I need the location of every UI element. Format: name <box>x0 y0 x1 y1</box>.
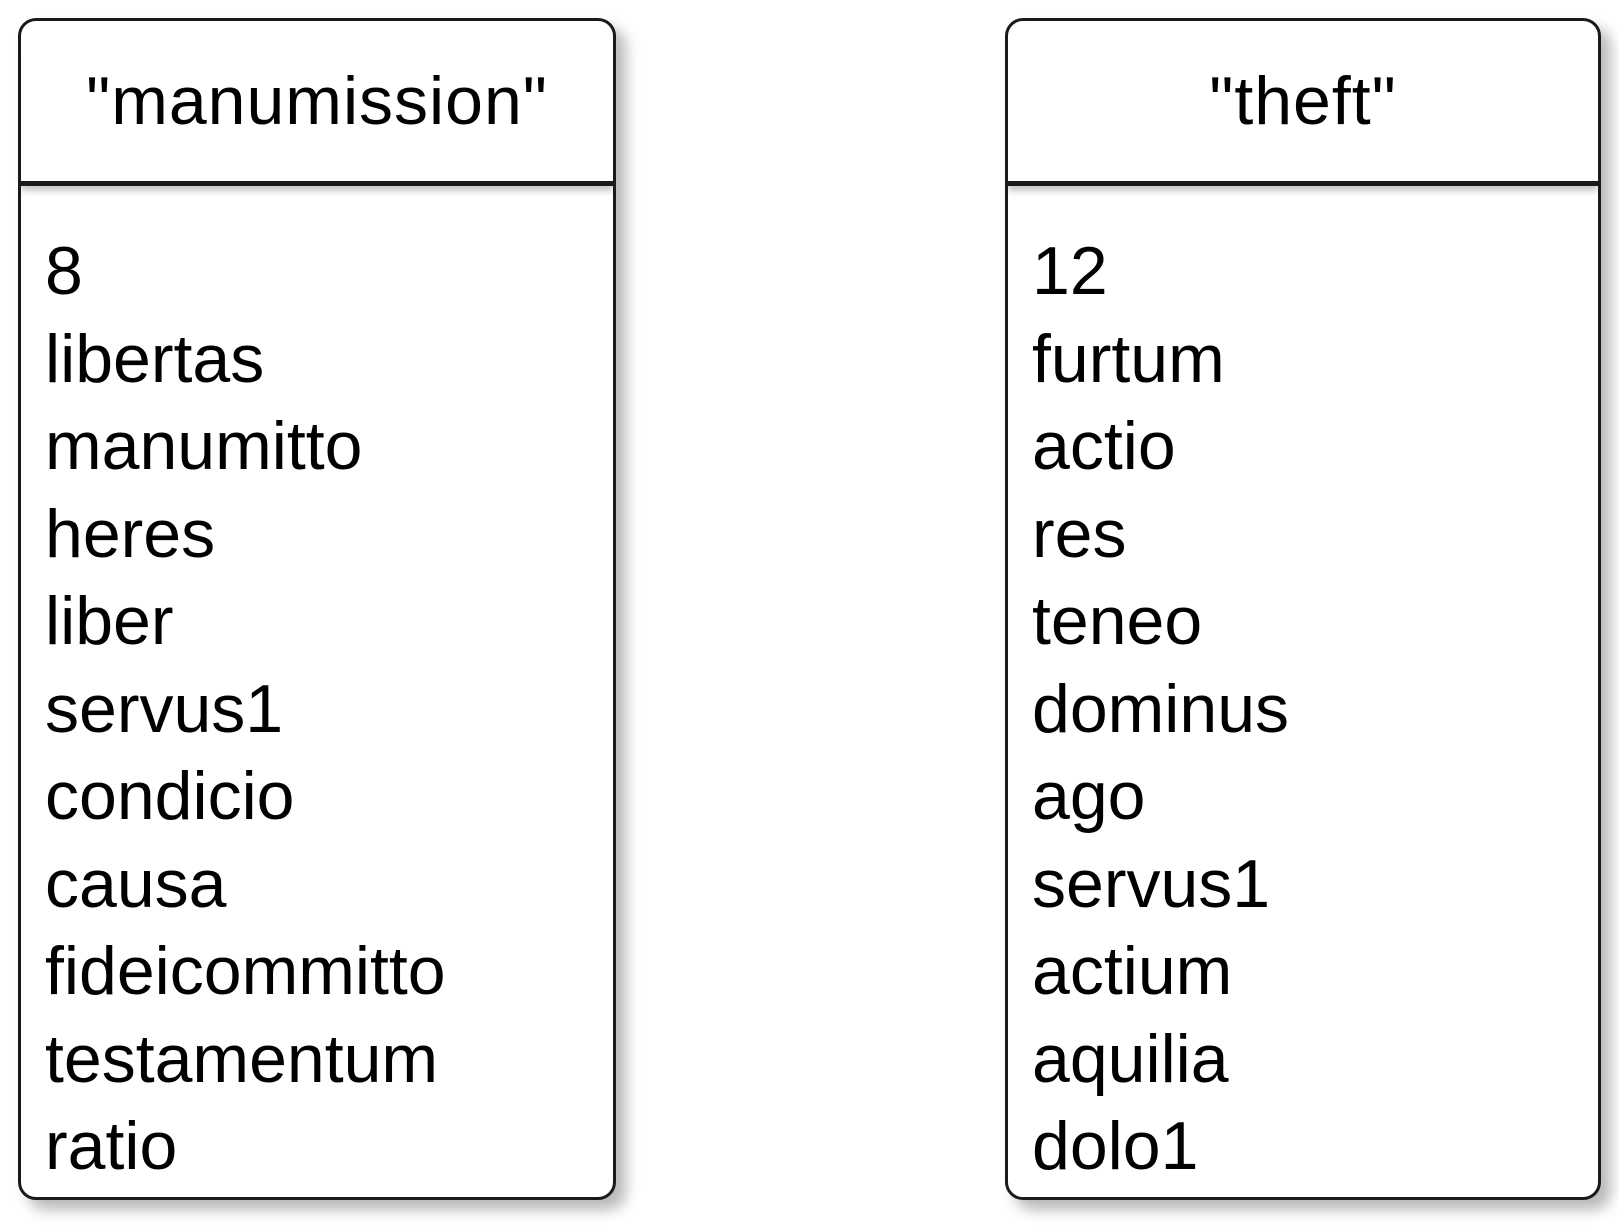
term-item: dominus <box>1032 670 1290 747</box>
term-item: servus1 <box>45 670 284 747</box>
term-item: teneo <box>1032 583 1203 659</box>
term-item: ago <box>1032 758 1146 834</box>
term-item: aquilia <box>1032 1020 1229 1097</box>
term-item: libertas <box>45 320 265 397</box>
term-count: 8 <box>45 233 83 309</box>
term-list: 12 furtum actio res teneo dominus ago se… <box>1008 186 1598 1191</box>
term-count: 12 <box>1032 233 1108 309</box>
term-item: manumitto <box>45 408 363 484</box>
term-item: liber <box>45 583 174 659</box>
term-item: actio <box>1032 408 1176 484</box>
term-item: furtum <box>1032 320 1225 397</box>
term-item: condicio <box>45 758 295 834</box>
term-item: servus1 <box>1032 845 1271 922</box>
term-item: fideicommitto <box>45 933 446 1009</box>
term-item: res <box>1032 495 1127 572</box>
term-item: ratio <box>45 1108 178 1184</box>
topic-box-theft: "theft" 12 furtum actio res teneo dominu… <box>1005 18 1601 1200</box>
term-item: dolo1 <box>1032 1108 1199 1184</box>
topic-title: "manumission" <box>21 21 613 186</box>
topic-box-manumission: "manumission" 8 libertas manumitto heres… <box>18 18 616 1200</box>
term-item: causa <box>45 845 227 922</box>
term-item: heres <box>45 495 216 572</box>
term-item: testamentum <box>45 1020 439 1097</box>
topic-title: "theft" <box>1008 21 1598 186</box>
term-list: 8 libertas manumitto heres liber servus1… <box>21 186 613 1191</box>
term-item: actium <box>1032 933 1233 1009</box>
